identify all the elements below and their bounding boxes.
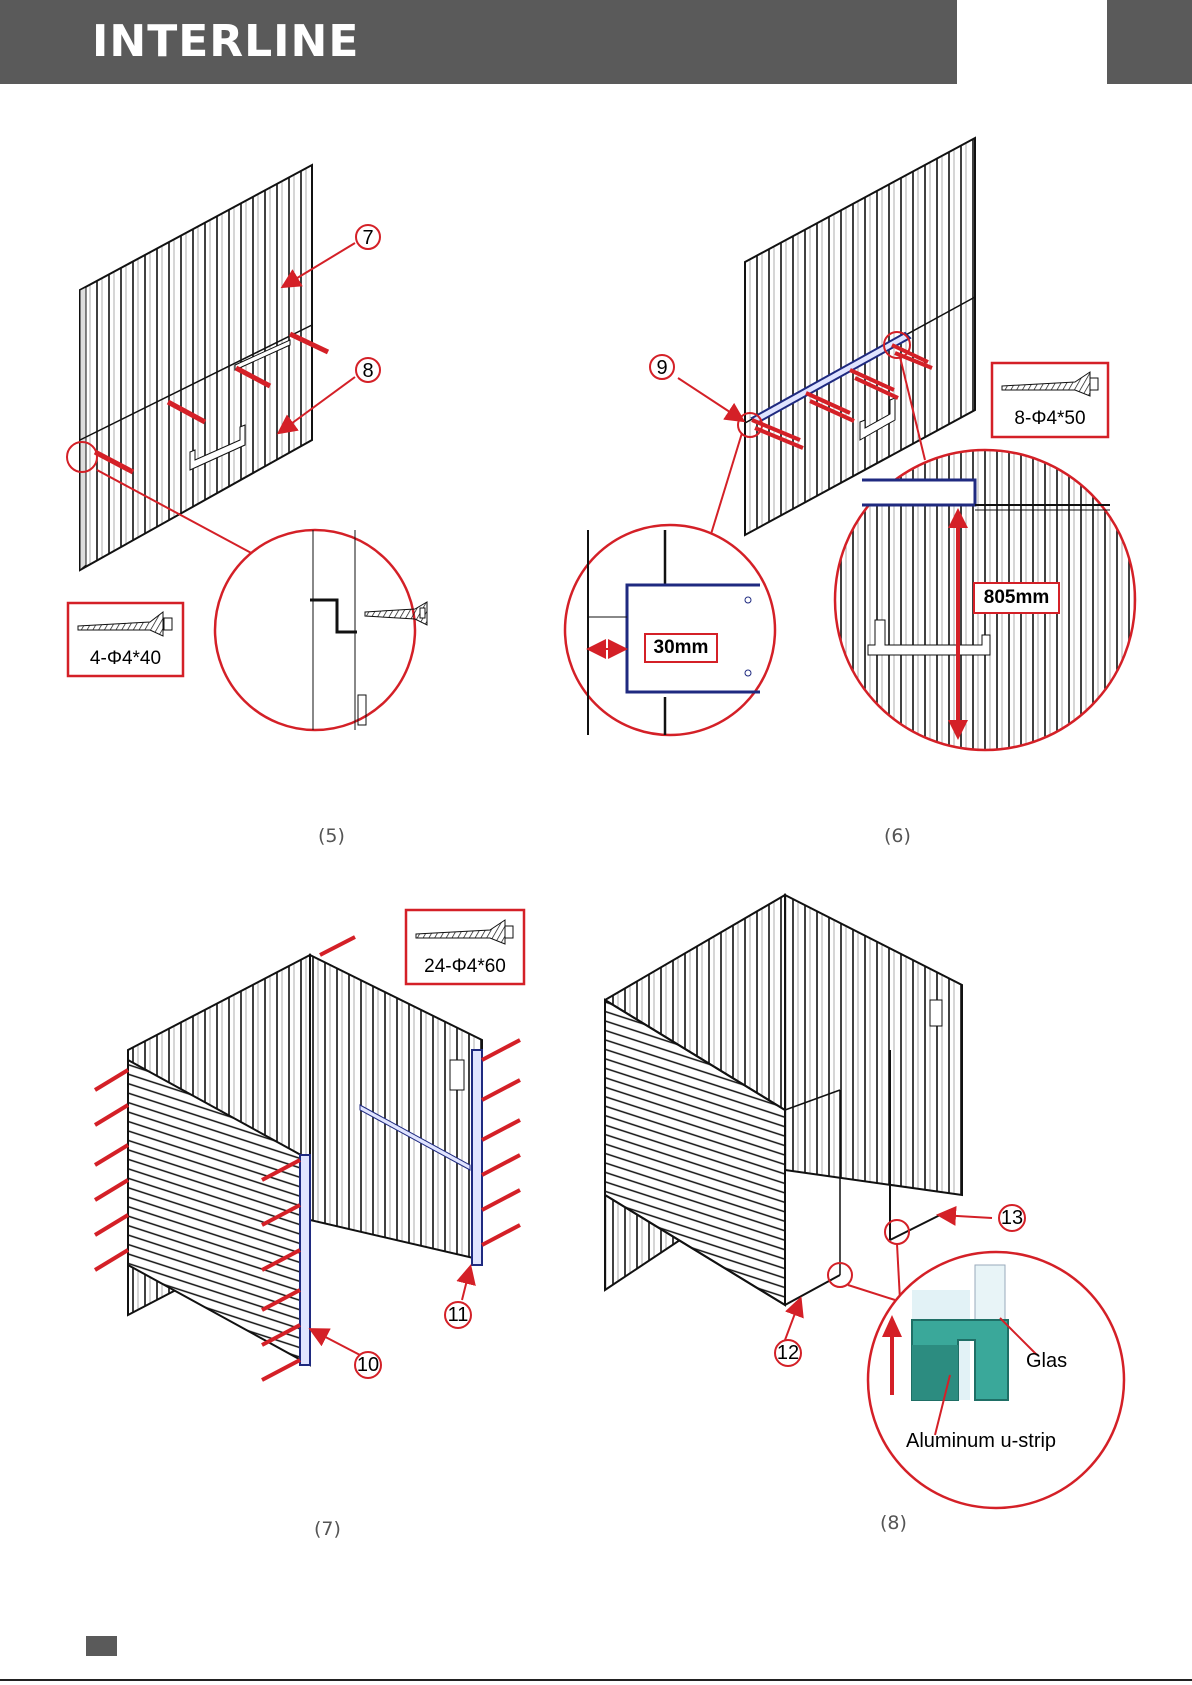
- fig7-callout-10: 10: [356, 1354, 380, 1377]
- fig8-caption: (8): [880, 1512, 907, 1534]
- fig6-caption: (6): [884, 825, 911, 847]
- fig7-caption: (7): [314, 1518, 341, 1540]
- fig6-dimension-30mm: 30mm: [645, 637, 717, 659]
- fig7-screw-spec: 24-Φ4*60: [406, 956, 524, 978]
- footer-rule: [0, 1679, 1192, 1681]
- fig5-caption: (5): [318, 825, 345, 847]
- fig8-callout-12: 12: [776, 1342, 800, 1365]
- fig6-callout-9: 9: [654, 357, 670, 380]
- fig8-label-aluminum-u-strip: Aluminum u-strip: [906, 1430, 1056, 1453]
- fig5-callout-7: 7: [360, 227, 376, 250]
- fig8-sauna-assembled: [605, 895, 1124, 1508]
- fig5-screw-spec: 4-Φ4*40: [68, 648, 183, 670]
- footer-page-marker: [86, 1636, 117, 1656]
- fig6-screw-spec: 8-Φ4*50: [992, 408, 1108, 430]
- fig8-callout-13: 13: [1000, 1207, 1024, 1230]
- fig7-callout-11: 11: [446, 1304, 470, 1327]
- fig6-dimension-805mm: 805mm: [974, 587, 1059, 609]
- fig8-label-glas: Glas: [1026, 1350, 1067, 1373]
- fig5-callout-8: 8: [360, 360, 376, 383]
